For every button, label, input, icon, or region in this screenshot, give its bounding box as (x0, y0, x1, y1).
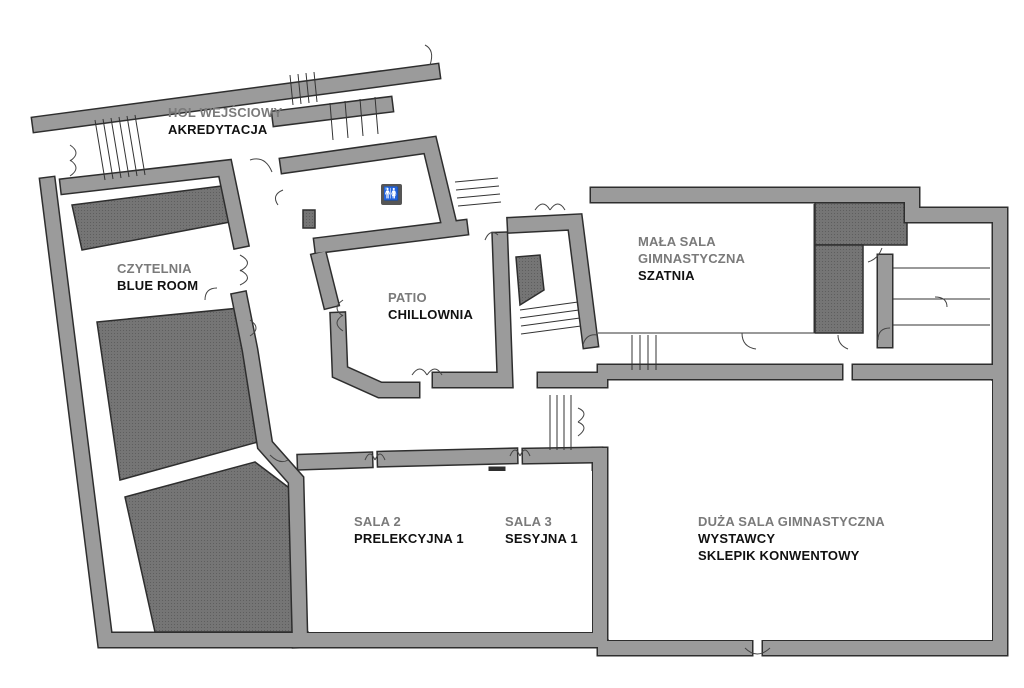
room-label-hol: HOL WEJŚCIOWY AKREDYTACJA (168, 104, 282, 138)
hatched-area-top-left (71, 185, 231, 251)
room-label-sala2: SALA 2 PRELEKCYJNA 1 (354, 513, 464, 547)
room-subtitle: PATIO (388, 290, 427, 305)
room-label-duza-sala: DUŻA SALA GIMNASTYCZNA WYSTAWCY SKLEPIK … (698, 513, 885, 564)
room-label-patio: PATIO CHILLOWNIA (388, 289, 473, 323)
room-name: AKREDYTACJA (168, 122, 268, 137)
room-name: SZATNIA (638, 268, 695, 283)
stairs (94, 71, 657, 450)
hatched-area-small (302, 209, 316, 229)
room-subtitle: CZYTELNIA (117, 261, 192, 276)
hatched-area-stairs (515, 254, 545, 307)
room-label-sala3: SALA 3 SESYJNA 1 (505, 513, 578, 547)
room-subtitle: SALA 3 (505, 514, 552, 529)
room-subtitle: MAŁA SALA (638, 234, 716, 249)
room-subtitle: DUŻA SALA GIMNASTYCZNA (698, 514, 885, 529)
room-subtitle: HOL WEJŚCIOWY (168, 105, 283, 120)
walls (30, 62, 1009, 657)
room-subtitle: SALA 2 (354, 514, 401, 529)
hatched-area-left-bottom (124, 461, 296, 633)
restroom-partitions (892, 262, 990, 330)
room-subtitle: GIMNASTYCZNA (638, 251, 746, 266)
room-name: SKLEPIK KONWENTOWY (698, 548, 860, 563)
room-name: CHILLOWNIA (388, 307, 474, 322)
room-name: BLUE ROOM (117, 278, 199, 293)
room-label-czytelnia: CZYTELNIA BLUE ROOM (117, 260, 198, 294)
room-name: SESYJNA 1 (505, 531, 578, 546)
room-label-mala-sala: MAŁA SALA GIMNASTYCZNA SZATNIA (638, 233, 745, 284)
restroom-icon: 🚻 (381, 184, 402, 205)
hatched-area-right-middle (814, 244, 864, 334)
room-name: PRELEKCYJNA 1 (354, 531, 464, 546)
room-name: WYSTAWCY (698, 531, 776, 546)
doors (69, 44, 948, 655)
